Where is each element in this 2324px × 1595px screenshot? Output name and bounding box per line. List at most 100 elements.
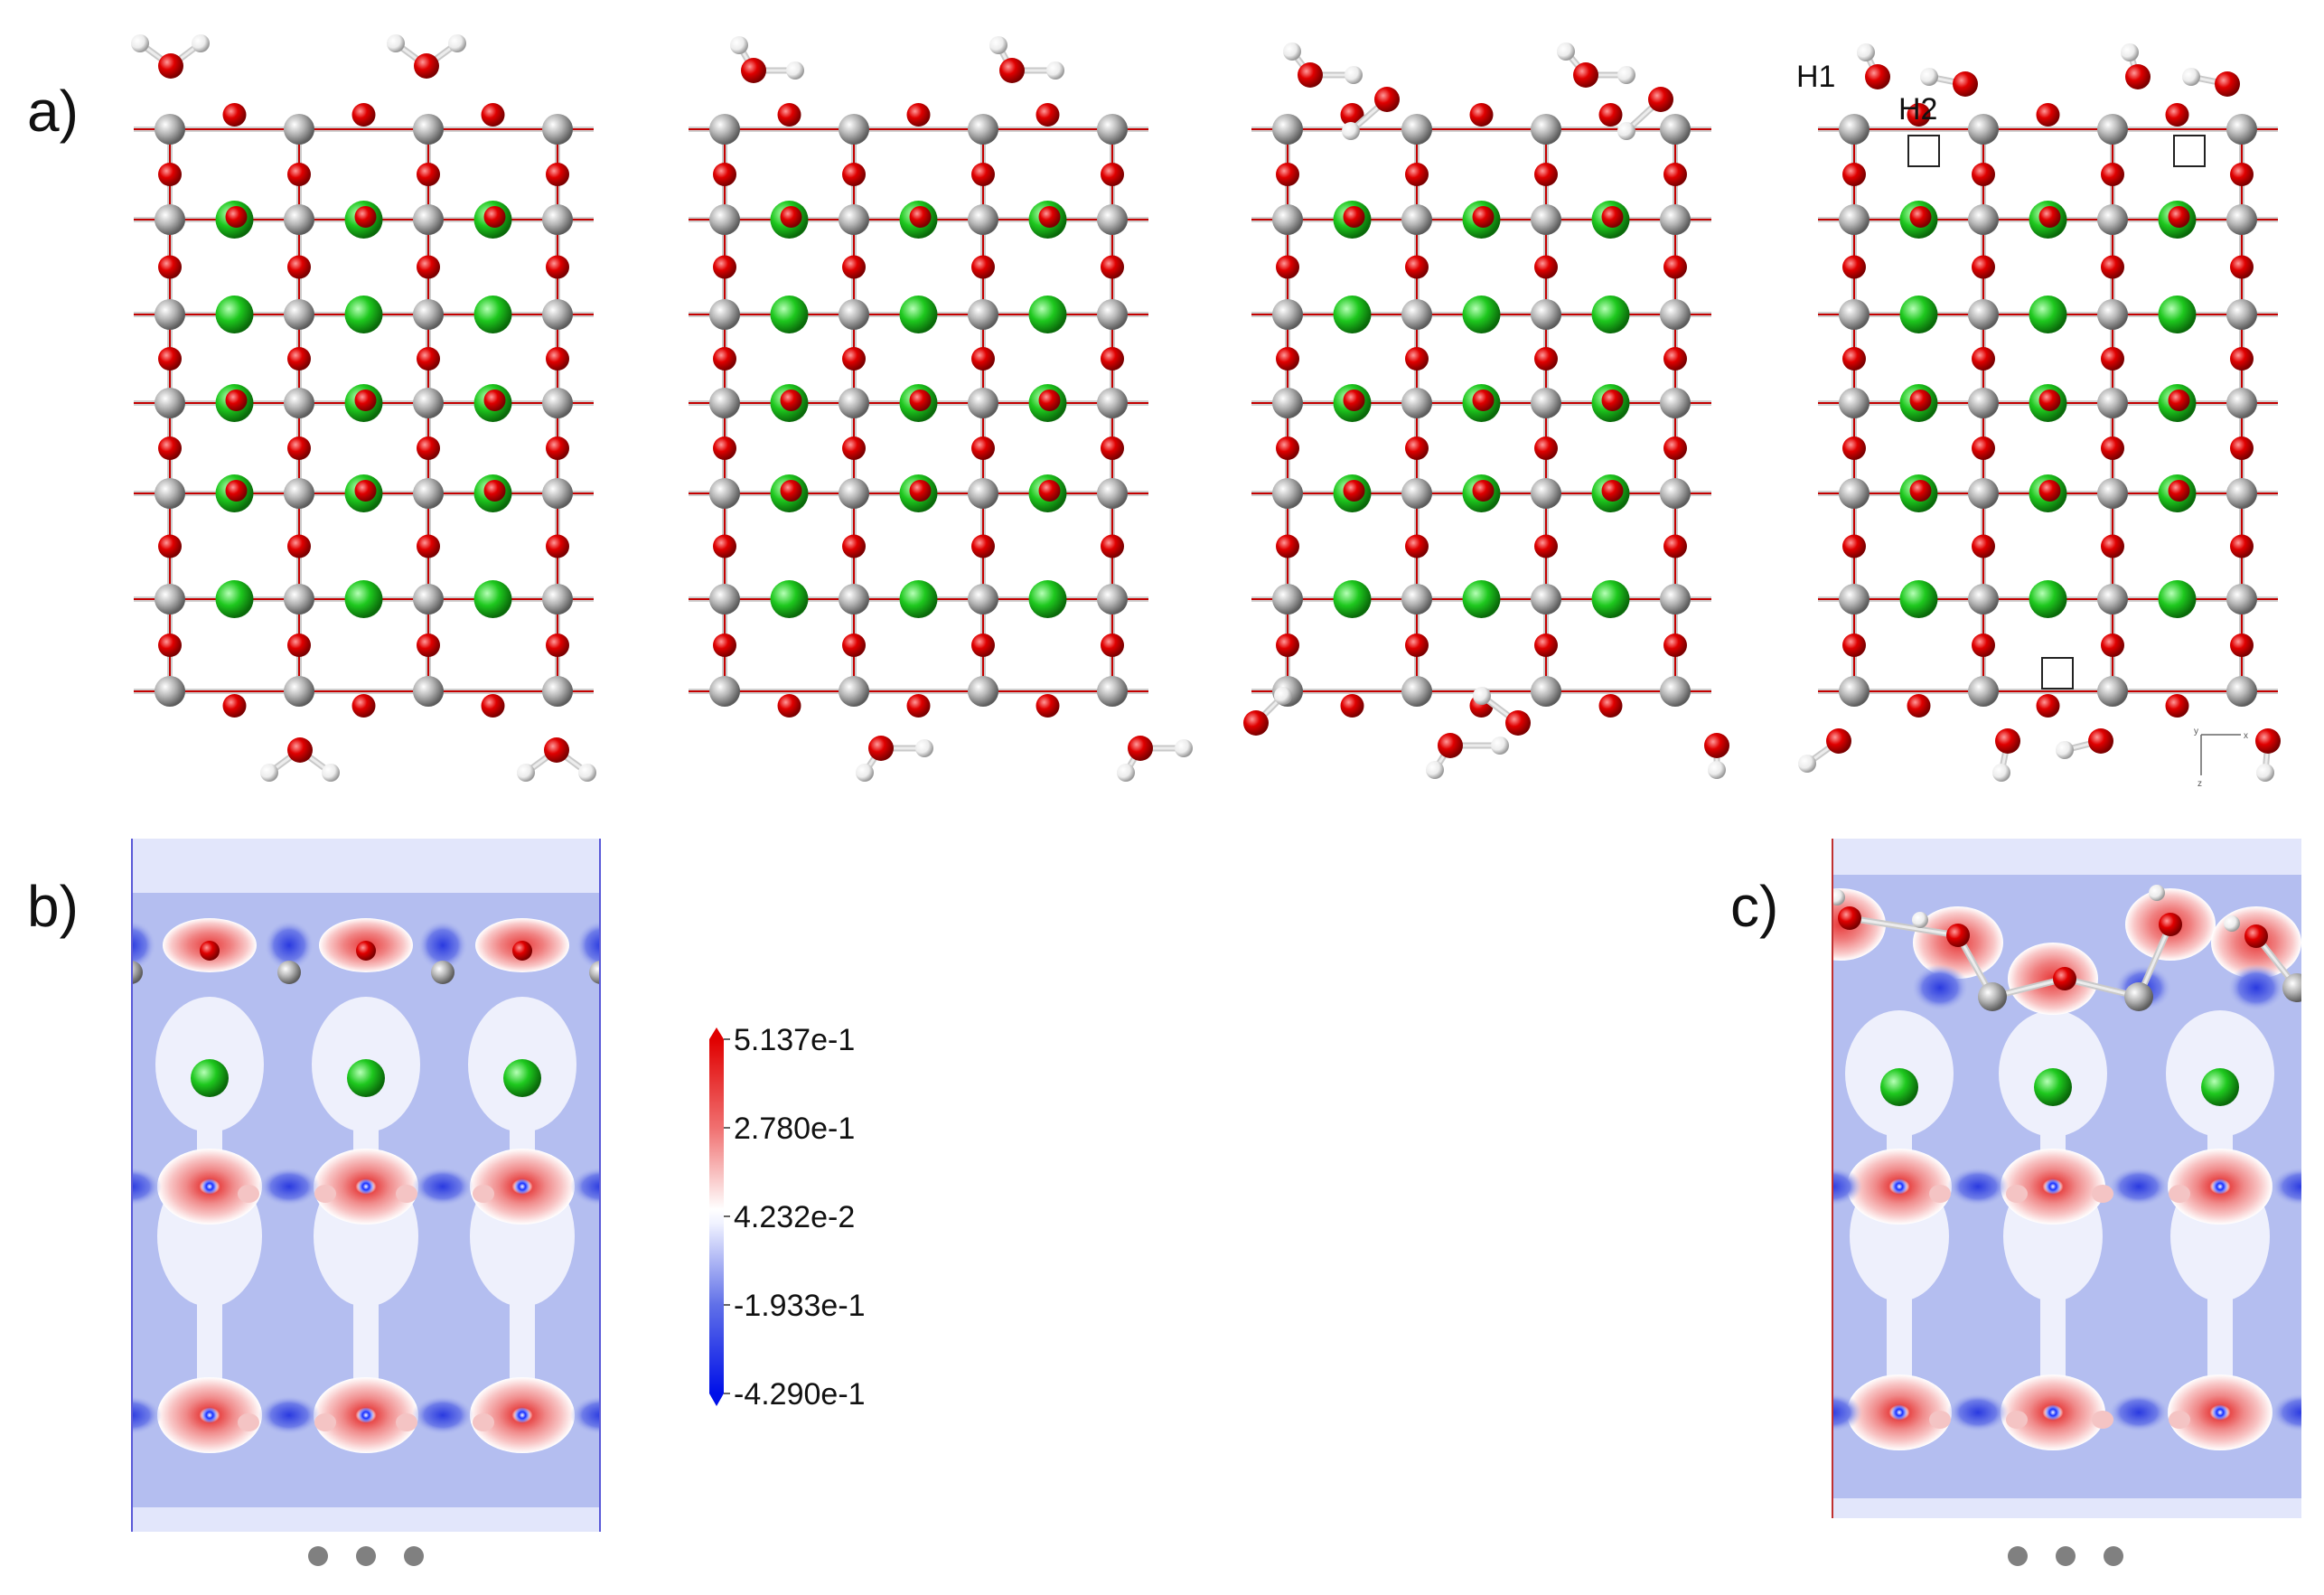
oxygen-atom: [2125, 64, 2151, 89]
oxygen-atom: [2230, 534, 2254, 558]
negative-lobe: [570, 1167, 601, 1206]
metal-atom: [155, 676, 185, 707]
metal-atom: [2097, 388, 2128, 418]
oxygen-atom: [1995, 728, 2020, 754]
metal-atom: [2226, 676, 2257, 707]
oxygen-atom: [1534, 534, 1558, 558]
metal-atom: [839, 299, 869, 330]
hydrogen-atom: [260, 764, 278, 782]
metal-atom: [2226, 114, 2257, 145]
metal-atom: [2226, 388, 2257, 418]
oxygen-atom: [1663, 255, 1687, 279]
oxygen-atom: [1276, 163, 1299, 186]
metal-atom: [968, 676, 998, 707]
chlorine-atom: [347, 1059, 385, 1097]
chlorine-atom: [770, 580, 809, 618]
metal-atom: [1531, 676, 1561, 707]
oxygen-atom: [2215, 71, 2240, 97]
negative-lobe: [570, 1395, 601, 1435]
chlorine-atom: [1880, 1068, 1918, 1106]
chlorine-atom: [1028, 580, 1067, 618]
oxygen-atom: [1663, 534, 1687, 558]
hydrogen-atom: [1617, 66, 1635, 84]
metal-atom: [1968, 204, 1999, 235]
metal-atom: [1839, 299, 1870, 330]
metal-atom: [131, 961, 143, 984]
oxygen-atom: [417, 436, 440, 460]
oxygen-atom: [1534, 633, 1558, 657]
hydrogen-atom: [131, 34, 149, 52]
metal-atom: [589, 961, 601, 984]
metal-atom: [709, 299, 740, 330]
hydrogen-atom: [1708, 761, 1726, 779]
chlorine-atom: [473, 296, 512, 333]
panel-a-label: a): [27, 79, 79, 144]
oxygen-atom: [2168, 480, 2190, 502]
oxygen-atom: [1972, 534, 1995, 558]
oxygen-atom: [287, 737, 313, 763]
colorbar-tick-5: -4.290e-1: [734, 1377, 866, 1412]
metal-atom: [839, 114, 869, 145]
oxygen-atom: [2230, 255, 2254, 279]
oxygen-atom: [2088, 728, 2113, 754]
metal-atom: [284, 676, 314, 707]
negative-lobe: [1911, 964, 1969, 1011]
oxygen-atom: [1038, 206, 1061, 228]
oxygen-atom: [354, 206, 377, 228]
oxygen-atom: [351, 103, 376, 127]
oxygen-atom: [158, 53, 183, 79]
oxygen-atom: [1704, 733, 1729, 758]
colorbar-gradient: [709, 1039, 724, 1393]
vacancy-marker: [1907, 135, 1940, 167]
metal-atom: [1531, 299, 1561, 330]
metal-atom: [542, 584, 573, 615]
chlorine-atom: [215, 296, 254, 333]
oxygen-atom: [842, 163, 866, 186]
metal-atom: [284, 299, 314, 330]
oxygen-atom: [1405, 633, 1429, 657]
oxygen-atom: [713, 534, 736, 558]
oxygen-atom: [1907, 694, 1931, 718]
oxygen-atom: [1601, 206, 1624, 228]
oxygen-atom: [1648, 87, 1673, 112]
metal-atom: [1660, 204, 1691, 235]
oxygen-atom: [1405, 347, 1429, 371]
metal-atom: [2097, 204, 2128, 235]
oxygen-atom: [2159, 913, 2182, 936]
oxygen-atom: [1101, 436, 1124, 460]
chlorine-atom: [503, 1059, 541, 1097]
oxygen-atom: [842, 347, 866, 371]
oxygen-atom: [2101, 633, 2124, 657]
hydrogen-atom: [2224, 915, 2240, 932]
oxygen-atom: [2101, 163, 2124, 186]
oxygen-atom: [971, 255, 995, 279]
chlorine-atom: [344, 296, 383, 333]
oxygen-atom: [158, 255, 182, 279]
oxygen-atom: [1035, 103, 1060, 127]
metal-atom: [1401, 204, 1432, 235]
oxygen-atom: [1276, 534, 1299, 558]
oxygen-atom: [713, 633, 736, 657]
oxygen-atom: [1909, 480, 1932, 502]
oxygen-atom: [713, 163, 736, 186]
hydrogen-atom: [1832, 889, 1845, 905]
chlorine-atom: [215, 580, 254, 618]
oxygen-atom: [354, 480, 377, 502]
metal-atom: [542, 676, 573, 707]
chlorine-atom: [1899, 296, 1938, 333]
oxygen-atom: [1405, 534, 1429, 558]
oxygen-atom: [1598, 694, 1623, 718]
oxygen-atom: [1842, 633, 1866, 657]
metal-atom: [413, 584, 444, 615]
hydrogen-atom: [322, 764, 340, 782]
hydrogen-atom: [1274, 687, 1292, 705]
oxygen-atom: [544, 737, 569, 763]
oxygen-atom: [1469, 103, 1494, 127]
hydrogen-atom: [517, 764, 535, 782]
oxygen-atom: [868, 736, 894, 761]
oxygen-atom: [512, 941, 532, 961]
negative-lobe: [2271, 1393, 2301, 1432]
oxygen-atom: [1842, 534, 1866, 558]
negative-lobe: [131, 1167, 162, 1206]
